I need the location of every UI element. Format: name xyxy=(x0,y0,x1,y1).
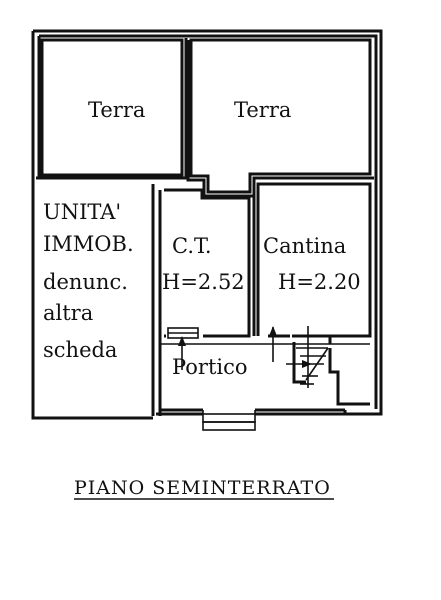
portico-area xyxy=(156,343,370,431)
unita-label-line1: UNITA' xyxy=(43,200,121,224)
terra-right-room xyxy=(186,38,374,198)
unita-label-line5: scheda xyxy=(43,338,117,362)
arrow-icon xyxy=(178,336,186,370)
unita-label-line2: IMMOB. xyxy=(43,232,134,256)
staircase xyxy=(292,326,370,406)
unita-label-line4: altra xyxy=(43,301,93,325)
entrance-step xyxy=(202,413,256,423)
unita-label-line3: denunc. xyxy=(43,270,128,294)
portico-label: Portico xyxy=(172,355,248,379)
arrow-icon xyxy=(286,360,312,368)
arrow-icon xyxy=(269,326,277,362)
cantina-label: Cantina xyxy=(263,234,346,258)
cantina-room xyxy=(252,182,372,338)
cantina-height-label: H=2.20 xyxy=(278,270,361,294)
terra-left-label: Terra xyxy=(88,98,145,122)
ct-room xyxy=(164,188,251,339)
plan-caption: PIANO SEMINTERRATO xyxy=(74,477,331,499)
terra-left-room xyxy=(36,38,188,180)
terra-right-label: Terra xyxy=(234,98,291,122)
ct-label: C.T. xyxy=(172,234,212,258)
ct-height-label: H=2.52 xyxy=(162,270,245,294)
unita-room xyxy=(151,184,162,416)
